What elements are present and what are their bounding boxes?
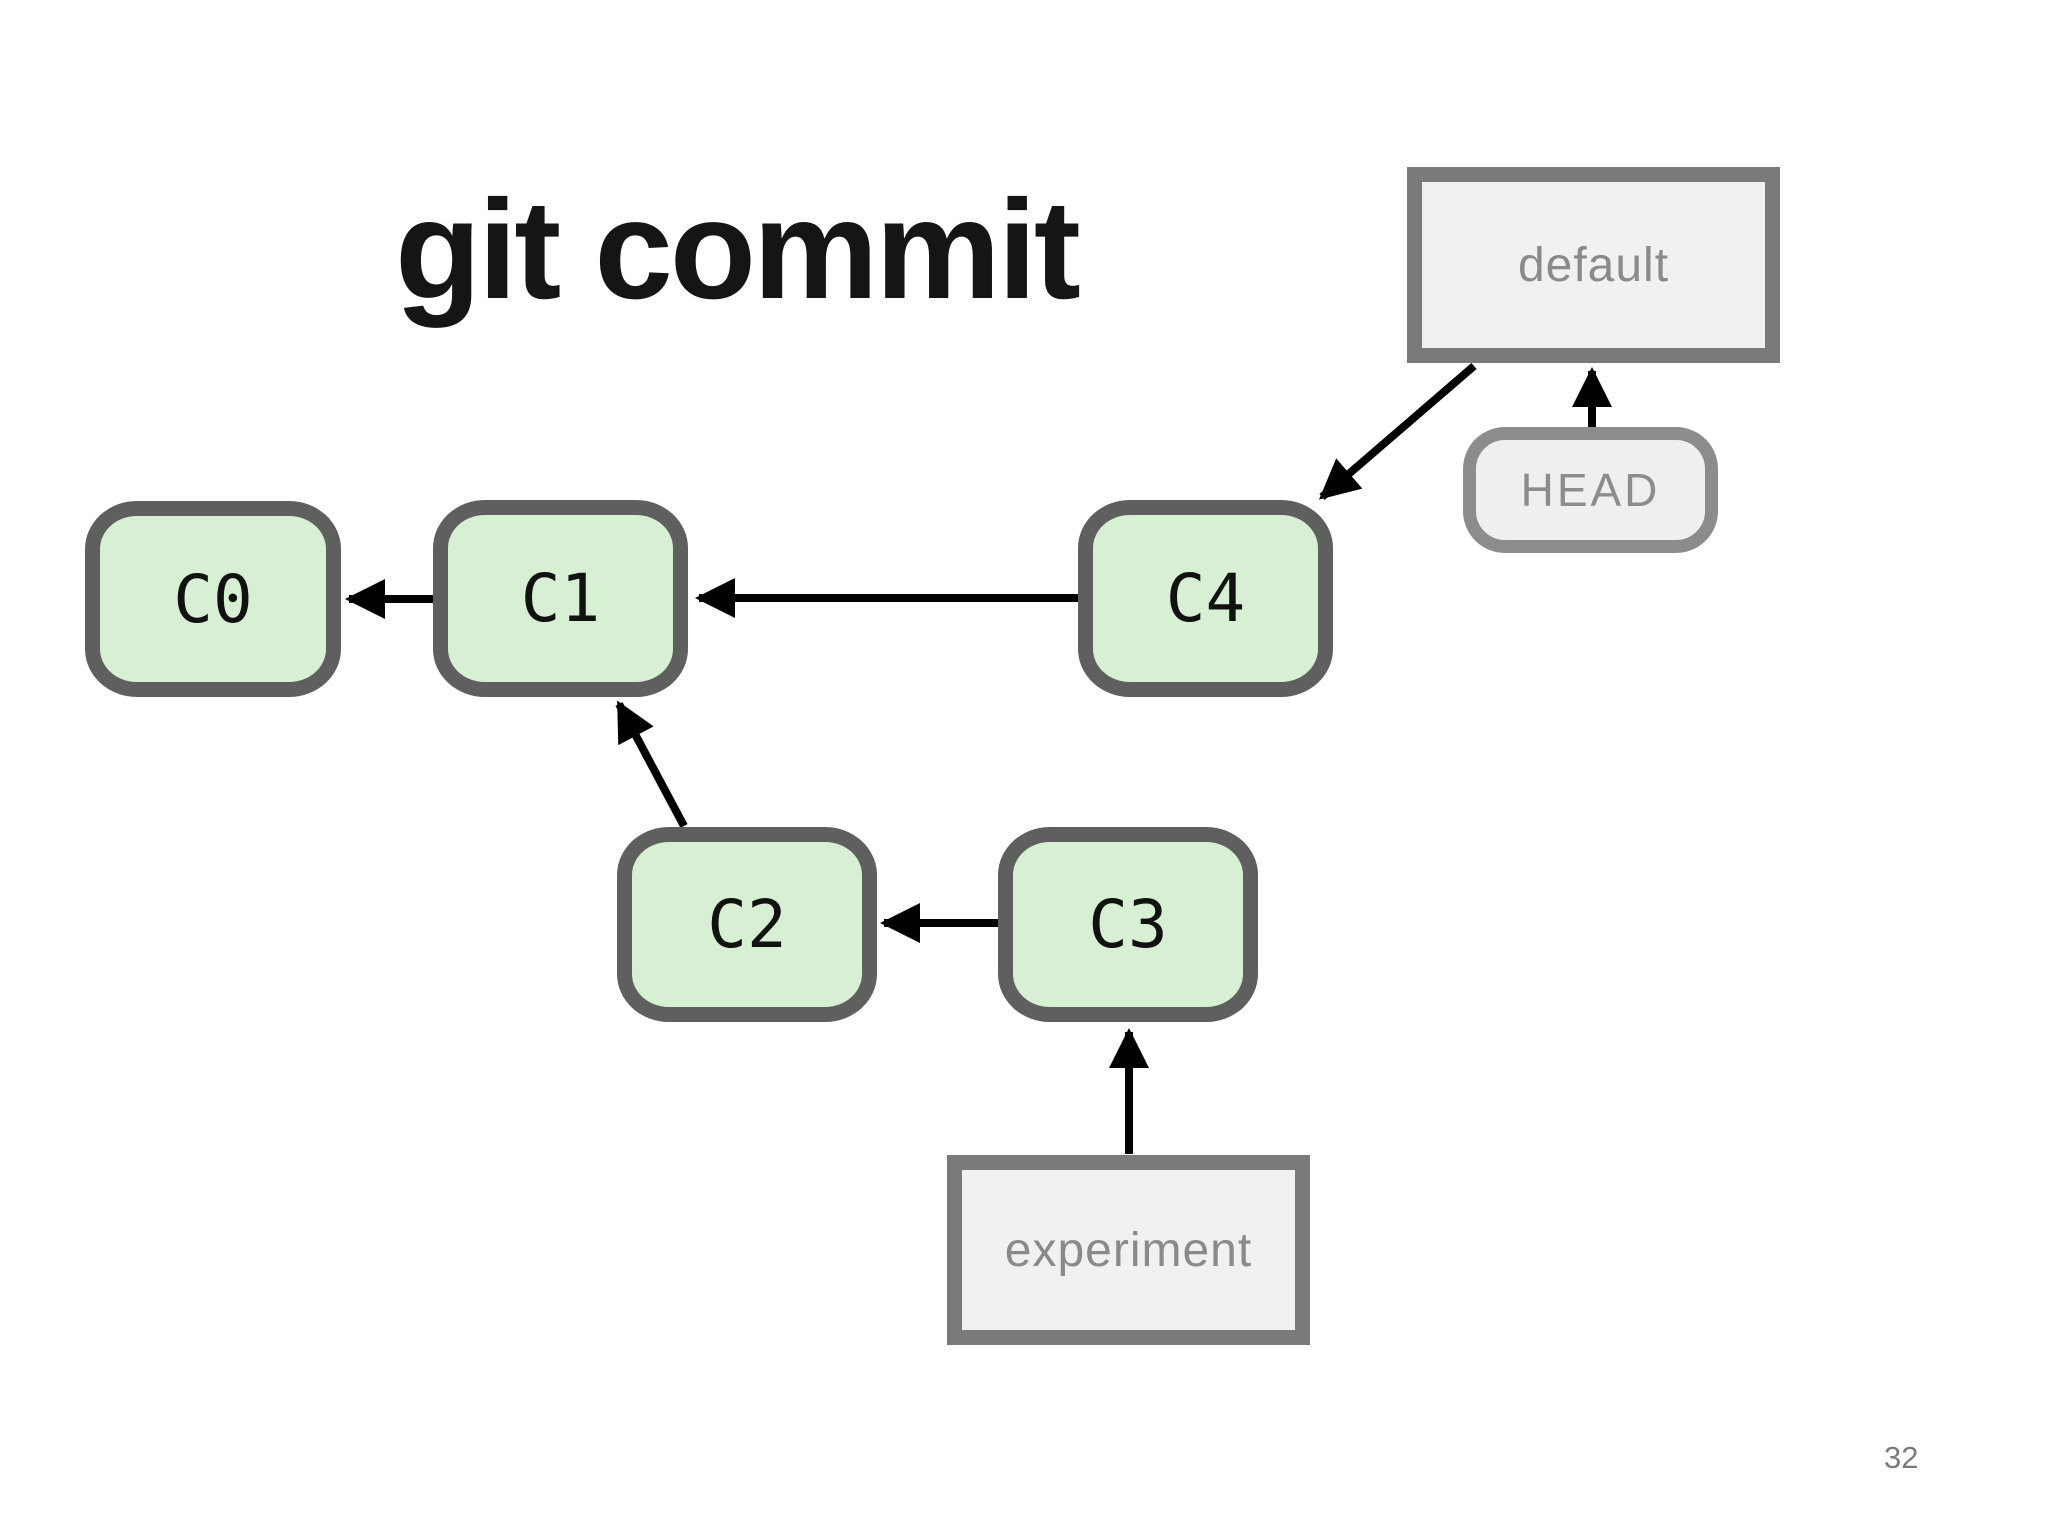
branch-label-experiment: experiment <box>1004 1223 1253 1277</box>
head-label: HEAD <box>1520 464 1661 516</box>
commit-label-c0: C0 <box>173 560 253 638</box>
commit-node-c4: C4 <box>1078 500 1333 697</box>
commit-label-c3: C3 <box>1088 886 1168 963</box>
slide-title: git commit <box>395 170 1081 328</box>
branch-box-default: default <box>1407 167 1780 363</box>
head-pointer-box: HEAD <box>1463 427 1718 553</box>
commit-label-c1: C1 <box>520 560 601 637</box>
branch-box-experiment: experiment <box>947 1155 1310 1345</box>
edge-default-to-c4 <box>1318 362 1477 501</box>
commit-node-c1: C1 <box>433 500 688 697</box>
commit-label-c4: C4 <box>1165 560 1246 637</box>
branch-label-default: default <box>1517 238 1670 292</box>
commit-node-c3: C3 <box>998 827 1258 1022</box>
commit-node-c0: C0 <box>85 501 341 697</box>
commit-node-c2: C2 <box>617 827 877 1022</box>
page-number: 32 <box>1884 1440 1919 1475</box>
commit-label-c2: C2 <box>707 886 787 963</box>
edge-c2-to-c1 <box>615 700 688 828</box>
